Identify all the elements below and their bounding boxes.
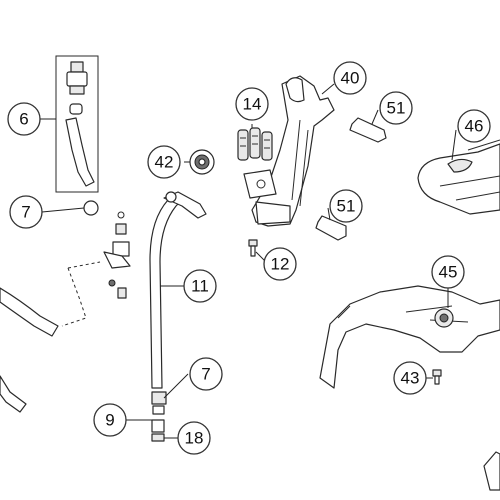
callout-11-label: 11 [191,277,209,296]
callout-45-label: 45 [439,263,458,282]
part-51-bolt-lower [315,215,347,241]
part-6-kit [55,55,99,193]
part-12-screw [248,239,258,257]
callout-51-lower: 51 [329,189,363,223]
callout-46: 46 [457,109,491,143]
callout-43: 43 [393,361,427,395]
part-46-clamp [417,139,500,215]
callout-9-label: 9 [105,411,114,430]
callout-40-label: 40 [341,69,360,88]
callout-6: 6 [7,102,41,136]
callout-12-label: 12 [271,255,290,274]
callout-12: 12 [263,247,297,281]
callout-9: 9 [93,403,127,437]
callout-11: 11 [183,269,217,303]
callout-14: 14 [235,87,269,121]
callout-18: 18 [177,421,211,455]
bleed-fittings [83,200,131,299]
callout-51-lower-label: 51 [337,197,356,216]
callout-6-label: 6 [19,110,28,129]
callout-42: 42 [147,145,181,179]
part-14-grommets [237,127,273,161]
part-42-bearing [189,149,215,175]
callout-14-label: 14 [243,95,262,114]
leader-lines [40,83,457,439]
callout-40: 40 [333,61,367,95]
lever-end-fragment [483,451,500,491]
callout-7-upper-label: 7 [21,203,30,222]
lower-fittings [151,391,167,442]
callout-7-lower-label: 7 [201,365,210,384]
part-45-lever [319,285,500,389]
part-40-bracket [243,75,335,227]
callout-42-label: 42 [155,153,174,172]
callout-45: 45 [431,255,465,289]
callout-46-label: 46 [465,117,484,136]
callout-7-lower: 7 [189,357,223,391]
part-43-screw [432,369,442,385]
part-6-clip [69,103,83,115]
part-6-hose [65,117,95,187]
callout-18-label: 18 [185,429,204,448]
part-6-connector [66,61,88,95]
callout-7-upper: 7 [9,195,43,229]
left-linkage [0,261,101,413]
callout-51-upper: 51 [379,91,413,125]
part-51-bolt-upper [349,117,387,143]
part-11-brake-line [149,191,207,389]
part-6-frame [55,55,99,193]
callout-43-label: 43 [401,369,420,388]
callout-51-upper-label: 51 [387,99,406,118]
